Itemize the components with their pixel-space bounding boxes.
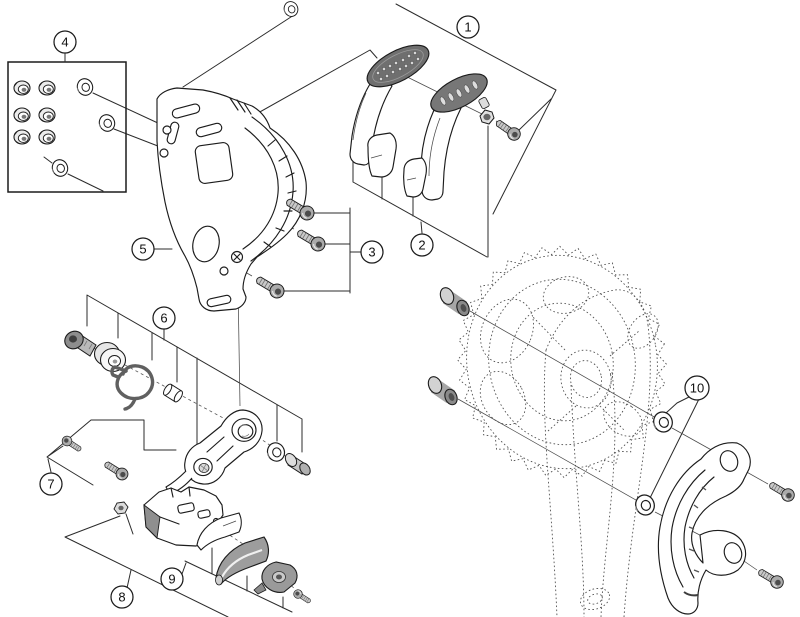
pad-stud-texture [376,51,420,81]
callout-7: 7 [39,472,63,496]
chainring-hardware [427,287,798,615]
tension-unit [64,330,311,476]
chainring-bolt [439,287,470,317]
flanged-nut [13,107,31,123]
callout-9: 9 [160,567,184,591]
lower-pad-rear [215,536,270,586]
guide-pad-inner [349,44,430,166]
flanged-nut [38,80,56,96]
small-parts-box [7,61,127,193]
callout-6-label: 6 [160,311,167,326]
bracket-10 [649,396,700,499]
callout-9-label: 9 [168,572,175,587]
mount-washer [96,112,118,134]
callout-1: 1 [456,15,480,39]
callout-10-label: 10 [690,381,704,396]
callout-8-label: 8 [118,590,125,605]
callout-8: 8 [110,585,134,609]
pivot-sleeve [284,453,311,476]
mount-washer [49,157,71,179]
fixing-bolt [252,272,288,302]
spacer-washer [632,491,658,519]
mounting-bolts [59,433,131,483]
flanged-nut [13,129,31,145]
pad-bolt [492,116,524,144]
callout-4: 4 [53,30,77,54]
lower-guide-pads [196,512,313,606]
pivot-bearing [93,341,127,373]
upper-guide-pads [349,44,524,201]
chain-guard-plate [657,442,751,615]
pivot-arm [165,409,263,495]
mount-bolt-small [59,433,84,455]
bracket-6 [86,294,303,453]
guide-roller-cap [253,561,298,595]
callout-3-label: 3 [368,245,375,260]
guard-bolt [766,478,798,505]
crank-arm [543,289,651,617]
callout-6: 6 [152,306,176,330]
backplate [156,87,307,312]
bracket-1 [395,3,557,215]
pad-hex-nut [479,109,495,125]
flanged-nut [38,129,56,145]
pedal-eye [579,587,611,611]
callout-5: 5 [131,237,155,261]
crank-spindle-hole [560,349,612,409]
callout-3: 3 [360,240,384,264]
callout-7-label: 7 [47,477,54,492]
spacer-washer [650,408,676,436]
mount-bolt [101,458,131,483]
callout-2: 2 [410,233,434,257]
callout-5-label: 5 [139,242,146,257]
callout-4-label: 4 [61,35,68,50]
bracket-9 [181,547,293,613]
chainring-bolt [427,376,458,406]
mount-washer [74,76,96,98]
fixing-bolt [293,225,329,255]
rubber-pad-block [403,157,427,198]
flanged-nut [38,107,56,123]
bracket-7 [46,419,177,486]
callout-2-label: 2 [418,238,425,253]
lower-pad-front [196,512,242,551]
guide-pad-outer [420,73,490,201]
crankset-reference [457,245,667,617]
spacer-bushing [161,382,185,404]
guide-fixing-nut [113,501,129,515]
callouts: 1 2 3 4 5 6 7 8 9 10 [39,15,710,609]
flanged-nut [13,80,31,96]
callout-1-label: 1 [464,20,471,35]
rubber-pad-block [367,132,397,178]
guard-bolt [755,565,787,592]
pad-ridge-texture [439,80,479,106]
chainring-teeth [457,245,667,479]
top-mount-washer [281,0,301,19]
tension-spring [110,364,155,411]
roller-screw [291,587,313,606]
callout-10: 10 [684,375,710,401]
pivot-bolt [64,330,97,357]
